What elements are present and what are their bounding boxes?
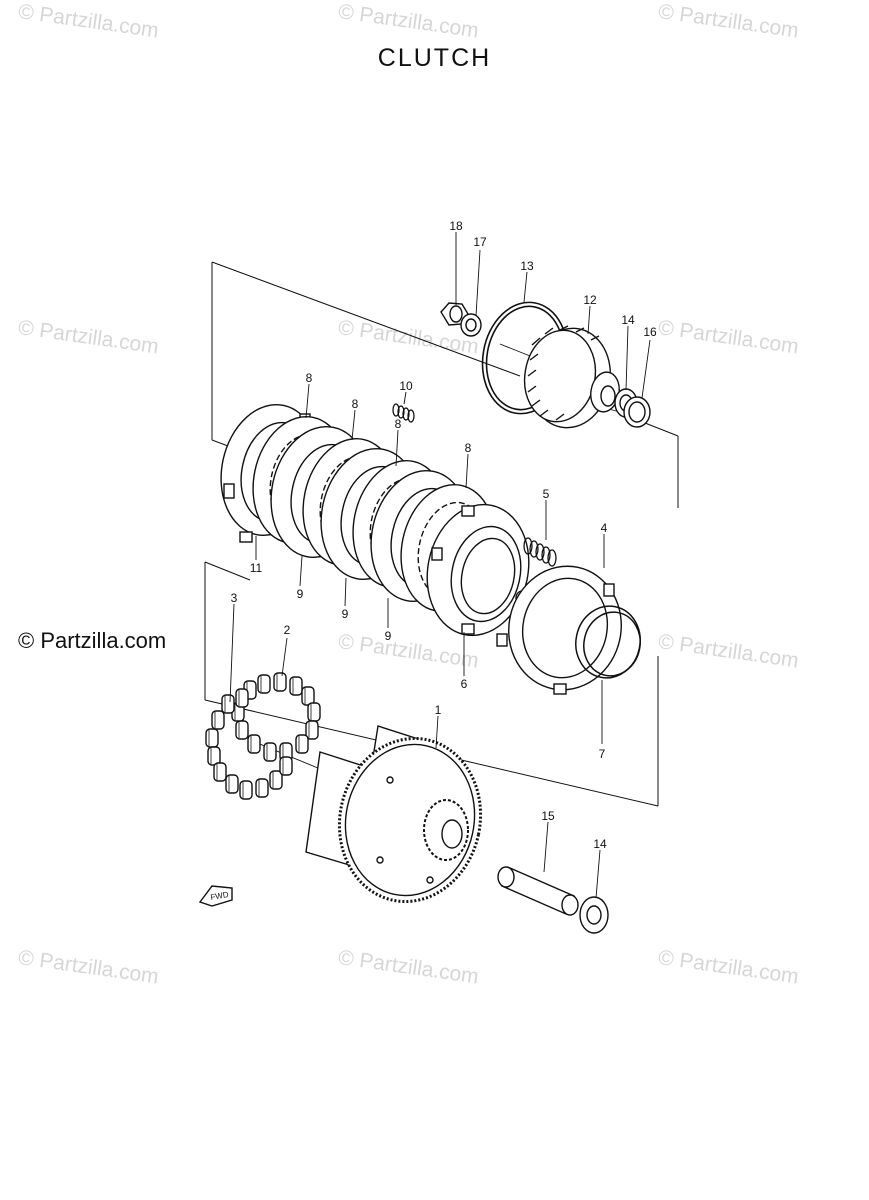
sleeve-15 [497, 866, 579, 916]
washer-17 [460, 313, 482, 337]
ring-7 [575, 605, 641, 679]
washer-14-lower [579, 896, 609, 934]
brand-logo: © Partzilla.com [18, 628, 167, 653]
fwd-arrow-icon: FWD [198, 885, 233, 907]
sleeve-hub-12 [523, 325, 620, 429]
callout-8d: 8 [465, 441, 472, 455]
callout-8c: 8 [395, 417, 402, 431]
callout-12: 12 [583, 293, 597, 307]
callout-1: 1 [435, 703, 442, 717]
callout-16: 16 [643, 325, 657, 339]
callout-14a: 14 [621, 313, 635, 327]
leader-lines [229, 232, 651, 899]
callout-14b: 14 [593, 837, 607, 851]
callout-8a: 8 [306, 371, 313, 385]
clutch-housing-1 [305, 725, 483, 904]
callout-7: 7 [599, 747, 606, 761]
callout-3: 3 [231, 591, 238, 605]
callout-15: 15 [541, 809, 555, 823]
callout-9b: 9 [342, 607, 349, 621]
diagram-title: CLUTCH [377, 44, 492, 72]
callout-9c: 9 [385, 629, 392, 643]
callout-4: 4 [601, 521, 608, 535]
callouts: 1 2 3 4 5 6 7 8 8 8 8 9 9 9 10 11 12 13 … [231, 219, 657, 851]
callout-13: 13 [520, 259, 534, 273]
upper-frame-lines [211, 261, 679, 508]
callout-9a: 9 [297, 587, 304, 601]
callout-17: 17 [473, 235, 487, 249]
spring-5 [523, 537, 557, 567]
callout-5: 5 [543, 487, 550, 501]
spring-10 [392, 403, 415, 423]
pressure-plate-6 [426, 503, 530, 637]
callout-10: 10 [399, 379, 413, 393]
fwd-label: FWD [210, 890, 230, 902]
callout-18: 18 [449, 219, 463, 233]
plate-4 [496, 565, 622, 695]
callout-8b: 8 [352, 397, 359, 411]
callout-6: 6 [461, 677, 468, 691]
ring-16 [623, 396, 651, 428]
callout-11: 11 [250, 561, 263, 575]
callout-2: 2 [284, 623, 291, 637]
